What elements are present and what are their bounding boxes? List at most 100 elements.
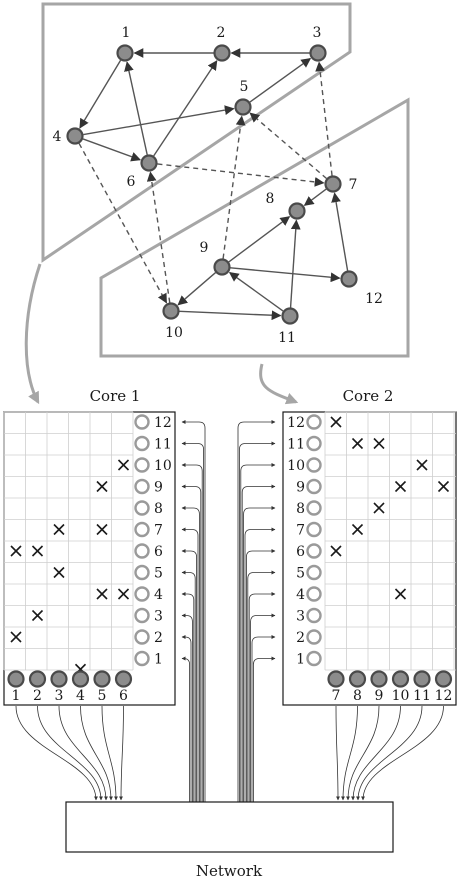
core2-synapse-cross [351, 523, 364, 536]
core2-input-label-2: 2 [296, 630, 305, 646]
edge-5-to-3 [249, 57, 312, 103]
graph-node-label-7: 7 [349, 177, 358, 193]
core2-input-ring-12 [306, 414, 322, 430]
graph-node-label-9: 9 [200, 240, 209, 256]
core1-output-route-2 [37, 705, 103, 801]
core2-input-ring-3 [306, 607, 322, 624]
core2-synapse-cross [394, 480, 407, 493]
edge-4-to-5 [83, 105, 235, 136]
core1-input-ring-12 [134, 414, 150, 430]
core2-output-neuron-12 [434, 670, 453, 688]
core1-input-ring-5 [134, 564, 150, 581]
graph-node-label-10: 10 [165, 325, 183, 341]
core1-output-label-5: 5 [98, 688, 107, 704]
edge-11-to-8 [289, 219, 301, 308]
core1-input-label-9: 9 [154, 480, 163, 496]
route-to-core2-input [250, 613, 276, 802]
core2-input-ring-8 [306, 500, 322, 516]
route-to-core1-input [181, 570, 196, 802]
route-to-core2-input [237, 420, 276, 802]
route-to-core1-input [181, 635, 192, 802]
core2-synapse-cross [330, 416, 342, 428]
core1-output-route-6 [119, 705, 124, 801]
core2-output-route-10 [351, 705, 401, 801]
graph-node-9 [213, 258, 231, 276]
partition-regions [41, 2, 410, 358]
graph-node-5 [234, 98, 252, 116]
edge-4-to-10 [78, 143, 168, 304]
core1-input-ring-7 [134, 521, 150, 538]
graph-node-10 [162, 302, 180, 320]
core1-synapse-cross [96, 523, 108, 536]
core1-input-ring-8 [134, 500, 150, 516]
core2-synapse-cross [351, 437, 364, 450]
core1-synapse-cross [96, 588, 108, 600]
core2-input-label-7: 7 [296, 523, 305, 539]
core1-input-label-8: 8 [154, 501, 163, 517]
edge-9-to-8 [228, 216, 291, 263]
graph-node-label-6: 6 [127, 174, 136, 190]
core1-output-neuron-2 [28, 670, 47, 688]
route-to-core2-input [240, 463, 276, 802]
core1-synapse-cross [31, 545, 44, 557]
core2-input-label-8: 8 [296, 501, 305, 517]
core2-output-neuron-10 [391, 670, 410, 688]
graph-node-label-2: 2 [217, 25, 226, 41]
core2-partition-region [99, 97, 410, 358]
core1-synapse-cross [10, 631, 22, 643]
network-label: Network [196, 862, 263, 880]
core2-output-label-11: 11 [413, 688, 431, 704]
core1-input-ring-11 [134, 435, 150, 452]
route-to-core1-input [181, 441, 204, 802]
graph-edges [78, 48, 349, 321]
core1-input-label-2: 2 [154, 630, 163, 646]
edge-7-to-3 [315, 61, 333, 176]
route-to-core2-input [246, 549, 276, 802]
core1-input-label-1: 1 [154, 652, 163, 668]
graph-node-11 [281, 307, 299, 325]
core2-crossbar-grid [324, 411, 456, 671]
core1-input-ring-4 [134, 586, 150, 602]
core1-input-ring-10 [134, 457, 150, 473]
core2-output-neuron-9 [370, 670, 388, 688]
core1-input-label-4: 4 [154, 587, 163, 603]
core2-synapse-cross [394, 588, 407, 600]
graph-node-label-11: 11 [278, 330, 296, 346]
core2-output-route-9 [346, 705, 380, 801]
core2-input-ring-9 [306, 478, 322, 495]
route-to-core1-input [181, 527, 199, 802]
edge-6-to-1 [124, 61, 148, 155]
edge-10-to-6 [146, 171, 171, 303]
edge-7-to-5 [249, 112, 327, 180]
core2-mapping-arrow [259, 363, 299, 405]
core2-input-ring-5 [306, 564, 322, 581]
core1-input-ring-9 [134, 478, 150, 495]
core2-input-label-4: 4 [296, 587, 305, 603]
route-to-core1-input [181, 592, 195, 802]
core2-synapse-cross [373, 502, 385, 514]
core2-input-label-5: 5 [296, 566, 305, 582]
core1-crossbar-grid [3, 411, 134, 671]
core1-input-label-11: 11 [154, 437, 172, 453]
core1-output-route-4 [80, 705, 113, 801]
graph-node-label-5: 5 [240, 79, 249, 95]
core2-output-route-11 [356, 705, 423, 801]
core1-output-route-3 [58, 705, 108, 801]
edge-4-to-6 [82, 138, 141, 162]
edge-9-to-10 [177, 272, 217, 306]
core2-input-ring-2 [306, 629, 322, 645]
core1-box [3, 411, 176, 706]
core2-synapse-cross [373, 437, 385, 450]
routing-wires [15, 420, 444, 802]
edge-9-to-5 [222, 115, 246, 259]
core2-input-ring-7 [306, 521, 322, 538]
core1-input-ring-1 [134, 650, 150, 667]
core1-partition-region [41, 2, 352, 263]
edge-12-to-7 [331, 192, 349, 271]
core1-input-label-6: 6 [154, 544, 163, 560]
